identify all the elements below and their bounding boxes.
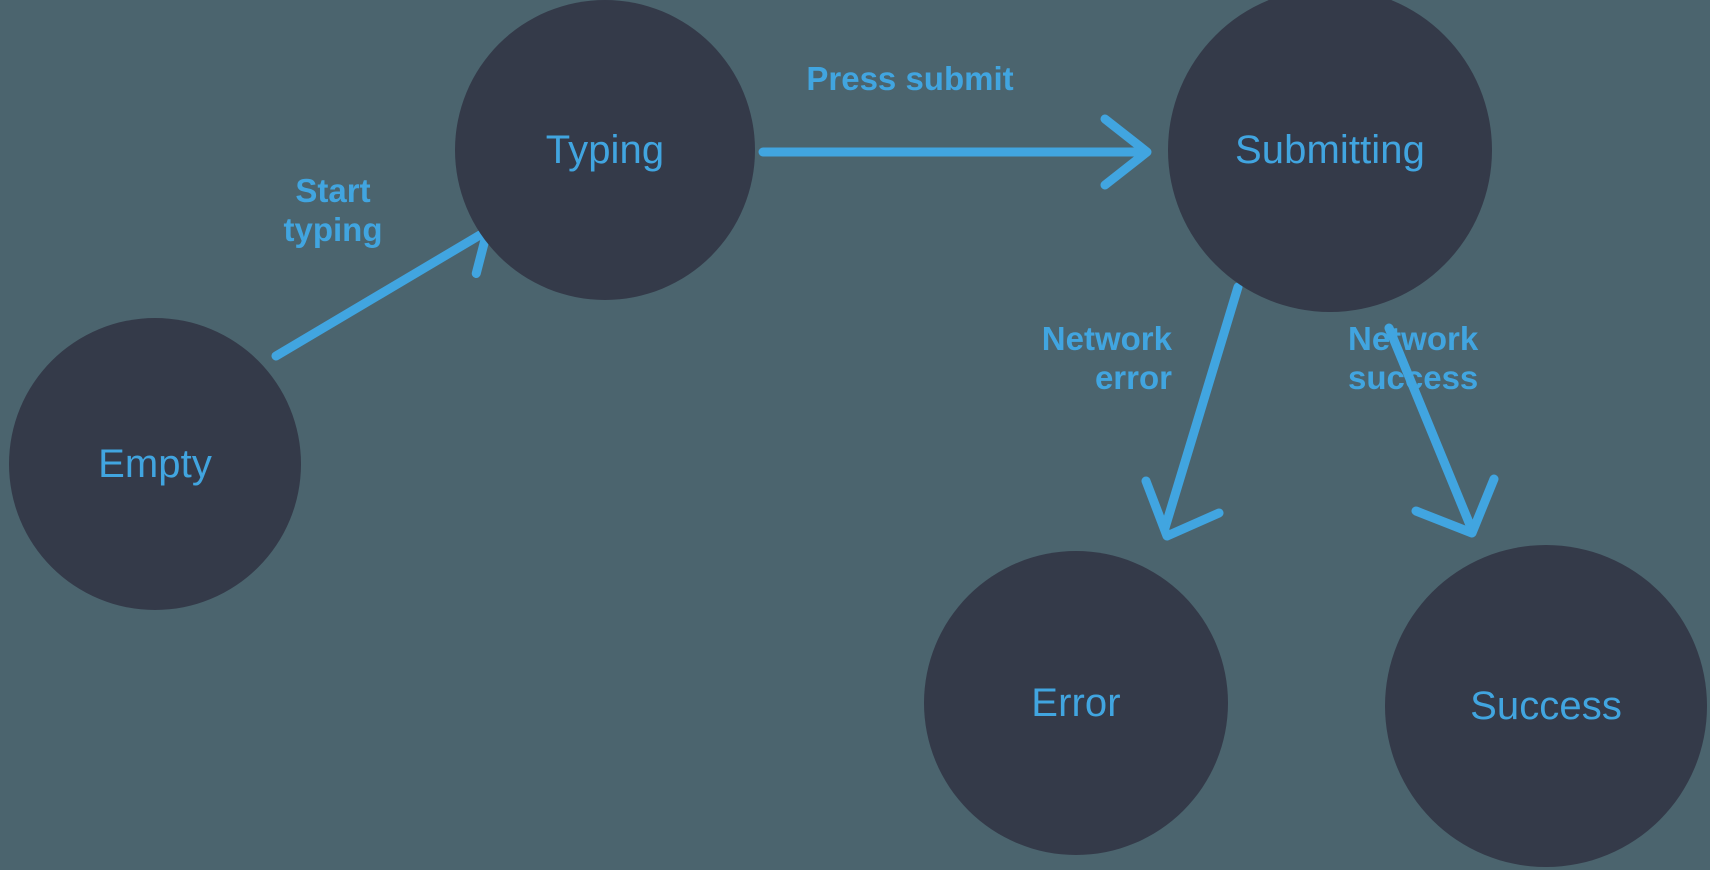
state-node-success-label: Success [1470, 684, 1622, 728]
state-node-success[interactable]: Success [1385, 545, 1707, 867]
edge-press-submit-arrowhead [1100, 114, 1152, 190]
edge-network-error-arrowhead [1141, 476, 1224, 541]
state-node-typing-label: Typing [545, 128, 665, 172]
edge-label-start-typing: Start typing [283, 172, 383, 248]
edge-start-typing-line [271, 230, 485, 361]
edge-label-network-error: Network error [1041, 320, 1172, 396]
edge-network-error-line [1160, 282, 1243, 533]
edge-network-success-arrowhead [1411, 474, 1499, 538]
state-node-submitting-label: Submitting [1235, 128, 1425, 172]
state-node-empty[interactable]: Empty [9, 318, 301, 610]
state-node-submitting[interactable]: Submitting [1168, 0, 1492, 312]
state-node-empty-label: Empty [98, 442, 212, 486]
edge-label-press-submit: Press submit [806, 60, 1014, 97]
state-node-typing[interactable]: Typing [455, 0, 755, 300]
state-node-error-label: Error [1031, 681, 1121, 725]
state-node-error[interactable]: Error [924, 551, 1228, 855]
edge-label-network-success: Network success [1348, 320, 1479, 396]
edge-press-submit [758, 114, 1152, 190]
